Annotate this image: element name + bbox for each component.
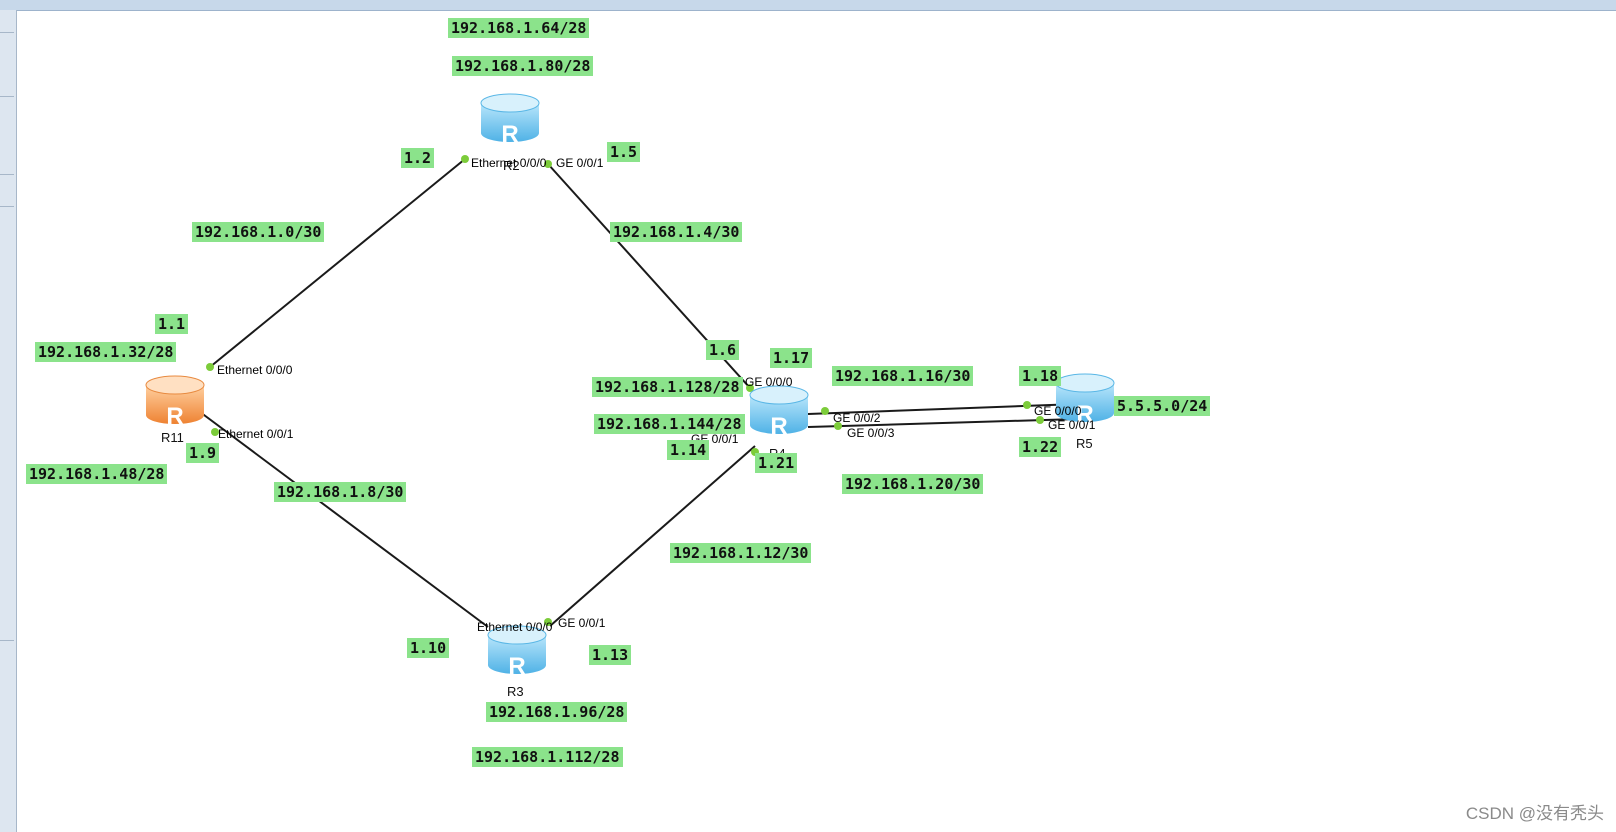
link-r4-r5-b[interactable] — [807, 418, 1079, 428]
ip-label: 1.6 — [706, 340, 740, 360]
port-label-r3-eth000: Ethernet 0/0/0 — [477, 620, 553, 634]
router-glyph: R — [166, 403, 183, 430]
router-r5-icon[interactable]: R — [1055, 373, 1115, 428]
subnet-label: 192.168.1.80/28 — [452, 56, 594, 76]
port-dot — [211, 428, 219, 436]
link-r11-r3[interactable] — [199, 411, 489, 628]
ip-label: 1.14 — [667, 440, 710, 460]
subnet-label: 192.168.1.16/30 — [832, 366, 974, 386]
port-label-r11-eth001: Ethernet 0/0/1 — [218, 427, 294, 441]
rail-divider — [0, 32, 14, 33]
port-dot — [834, 422, 842, 430]
window-top-bar — [0, 0, 1616, 11]
router-r2-icon[interactable]: R — [480, 93, 540, 148]
router-r5-name: R5 — [1076, 436, 1093, 451]
ip-label: 1.17 — [770, 348, 813, 368]
ip-label: 1.13 — [589, 645, 632, 665]
port-dot — [821, 407, 829, 415]
port-dot — [461, 155, 469, 163]
router-glyph: R — [508, 653, 525, 680]
rail-divider — [0, 206, 14, 207]
subnet-label: 192.168.1.4/30 — [610, 222, 743, 242]
port-label-r4-ge002: GE 0/0/2 — [833, 411, 881, 425]
rail-divider — [0, 640, 14, 641]
router-glyph: R — [1076, 401, 1093, 428]
watermark: CSDN @没有秃头 — [1465, 804, 1604, 823]
ip-label: 1.9 — [186, 443, 220, 463]
port-label-r11-eth000: Ethernet 0/0/0 — [217, 363, 293, 377]
port-dots — [206, 155, 1044, 626]
subnet-label: 192.168.1.32/28 — [35, 342, 177, 362]
left-panel-rail[interactable] — [0, 10, 17, 832]
port-label-r2-ge001: GE 0/0/1 — [556, 156, 604, 170]
port-dot — [1036, 416, 1044, 424]
subnet-label: 192.168.1.64/28 — [448, 18, 590, 38]
subnet-label: 192.168.1.12/30 — [670, 543, 812, 563]
port-label-r4-ge000: GE 0/0/0 — [745, 375, 793, 389]
port-dot — [1023, 401, 1031, 409]
port-dot — [544, 618, 552, 626]
port-label-r5-ge000: GE 0/0/0 — [1034, 404, 1082, 418]
router-r3-name: R3 — [507, 684, 524, 699]
port-dot — [544, 160, 552, 168]
subnet-label: 192.168.1.48/28 — [26, 464, 168, 484]
router-glyph: R — [501, 121, 518, 148]
subnet-label: 192.168.1.128/28 — [592, 377, 743, 397]
router-r2-name: R2 — [503, 158, 520, 173]
link-r11-r2[interactable] — [209, 158, 466, 368]
topology-canvas[interactable] — [17, 11, 1616, 832]
link-r4-r5-a[interactable] — [807, 403, 1079, 415]
port-dot — [746, 384, 754, 392]
link-r3-r4[interactable] — [549, 445, 756, 627]
subnet-label: 192.168.1.96/28 — [486, 702, 628, 722]
subnet-label: 192.168.1.144/28 — [594, 414, 745, 434]
ip-label: 1.18 — [1019, 366, 1062, 386]
port-label-r4-ge003: GE 0/0/3 — [847, 426, 895, 440]
subnet-label: 192.168.1.20/30 — [842, 474, 984, 494]
port-label-r2-eth000: Ethernet 0/0/0 — [471, 156, 547, 170]
subnet-label: 192.168.1.0/30 — [192, 222, 325, 242]
ip-label: 1.21 — [755, 453, 798, 473]
ip-label: 1.10 — [407, 638, 450, 658]
router-r4-icon[interactable]: R — [749, 385, 809, 440]
router-r3-icon[interactable]: R — [487, 625, 547, 680]
ip-label: 1.2 — [401, 148, 435, 168]
router-glyph: R — [770, 413, 787, 440]
router-r11-icon[interactable]: R — [145, 375, 205, 430]
port-label-r5-ge001: GE 0/0/1 — [1048, 418, 1096, 432]
router-r11-name: R11 — [161, 430, 184, 445]
port-dot — [206, 363, 214, 371]
ip-label: 1.22 — [1019, 437, 1062, 457]
subnet-label: 192.168.1.112/28 — [472, 747, 623, 767]
rail-divider — [0, 96, 14, 97]
port-label-r3-ge001: GE 0/0/1 — [558, 616, 606, 630]
ip-label: 1.5 — [607, 142, 641, 162]
ip-label: 1.1 — [155, 314, 189, 334]
subnet-label: 5.5.5.0/24 — [1114, 396, 1211, 416]
subnet-label: 192.168.1.8/30 — [274, 482, 407, 502]
rail-divider — [0, 174, 14, 175]
